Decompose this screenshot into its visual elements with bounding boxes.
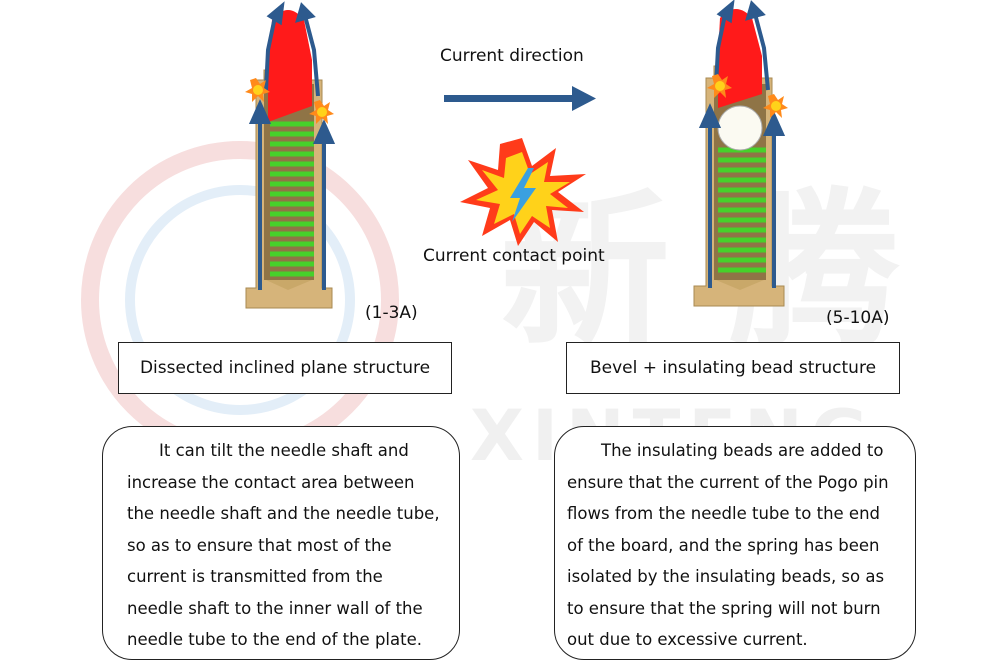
right-pogo-pin-diagram bbox=[693, 0, 788, 307]
spark-icon bbox=[707, 74, 732, 98]
spark-icon bbox=[460, 138, 586, 246]
insulating-bead bbox=[717, 105, 763, 151]
desc-line: current is transmitted from the bbox=[127, 567, 383, 586]
plunger bbox=[268, 10, 312, 122]
desc-line: The insulating beads are added to bbox=[601, 441, 884, 460]
right-structure-title-text: Bevel + insulating bead structure bbox=[589, 358, 877, 378]
desc-line: out due to excessive current. bbox=[567, 630, 808, 649]
left-description: It can tilt the needle shaft and increas… bbox=[102, 426, 460, 660]
spark-icon bbox=[763, 94, 788, 118]
plunger bbox=[718, 9, 762, 108]
spark-icon bbox=[245, 78, 270, 102]
spark-icon bbox=[309, 100, 334, 124]
left-pogo-pin-diagram bbox=[245, 1, 336, 309]
left-structure-title: Dissected inclined plane structure bbox=[118, 342, 452, 394]
spring bbox=[270, 121, 314, 277]
desc-line: increase the contact area between bbox=[127, 472, 415, 492]
desc-line: needle shaft to the inner wall of the bbox=[127, 598, 423, 618]
left-structure-title-text: Dissected inclined plane structure bbox=[139, 358, 431, 378]
current-direction-arrow bbox=[444, 86, 596, 111]
desc-line: needle tube to the end of the plate. bbox=[127, 630, 422, 649]
lightning-bolt-icon bbox=[510, 168, 536, 222]
right-description: The insulating beads are added to ensure… bbox=[554, 426, 916, 660]
desc-line: to ensure that the spring will not burn bbox=[567, 598, 881, 618]
desc-line: It can tilt the needle shaft and bbox=[159, 441, 409, 460]
current-direction-label: Current direction bbox=[440, 46, 584, 66]
desc-line: the needle shaft and the needle tube, bbox=[127, 504, 440, 523]
spring bbox=[718, 147, 766, 273]
left-rating: (1-3A) bbox=[365, 303, 418, 323]
desc-line: flows from the needle tube to the end bbox=[567, 504, 881, 523]
desc-line: so as to ensure that most of the bbox=[127, 535, 392, 555]
current-contact-point-label: Current contact point bbox=[423, 246, 605, 266]
right-structure-title: Bevel + insulating bead structure bbox=[566, 342, 900, 394]
desc-line: of the board, and the spring has been bbox=[567, 535, 880, 555]
right-rating: (5-10A) bbox=[826, 308, 890, 328]
desc-line: isolated by the insulating beads, so as bbox=[567, 567, 885, 586]
desc-line: ensure that the current of the Pogo pin bbox=[567, 472, 889, 492]
